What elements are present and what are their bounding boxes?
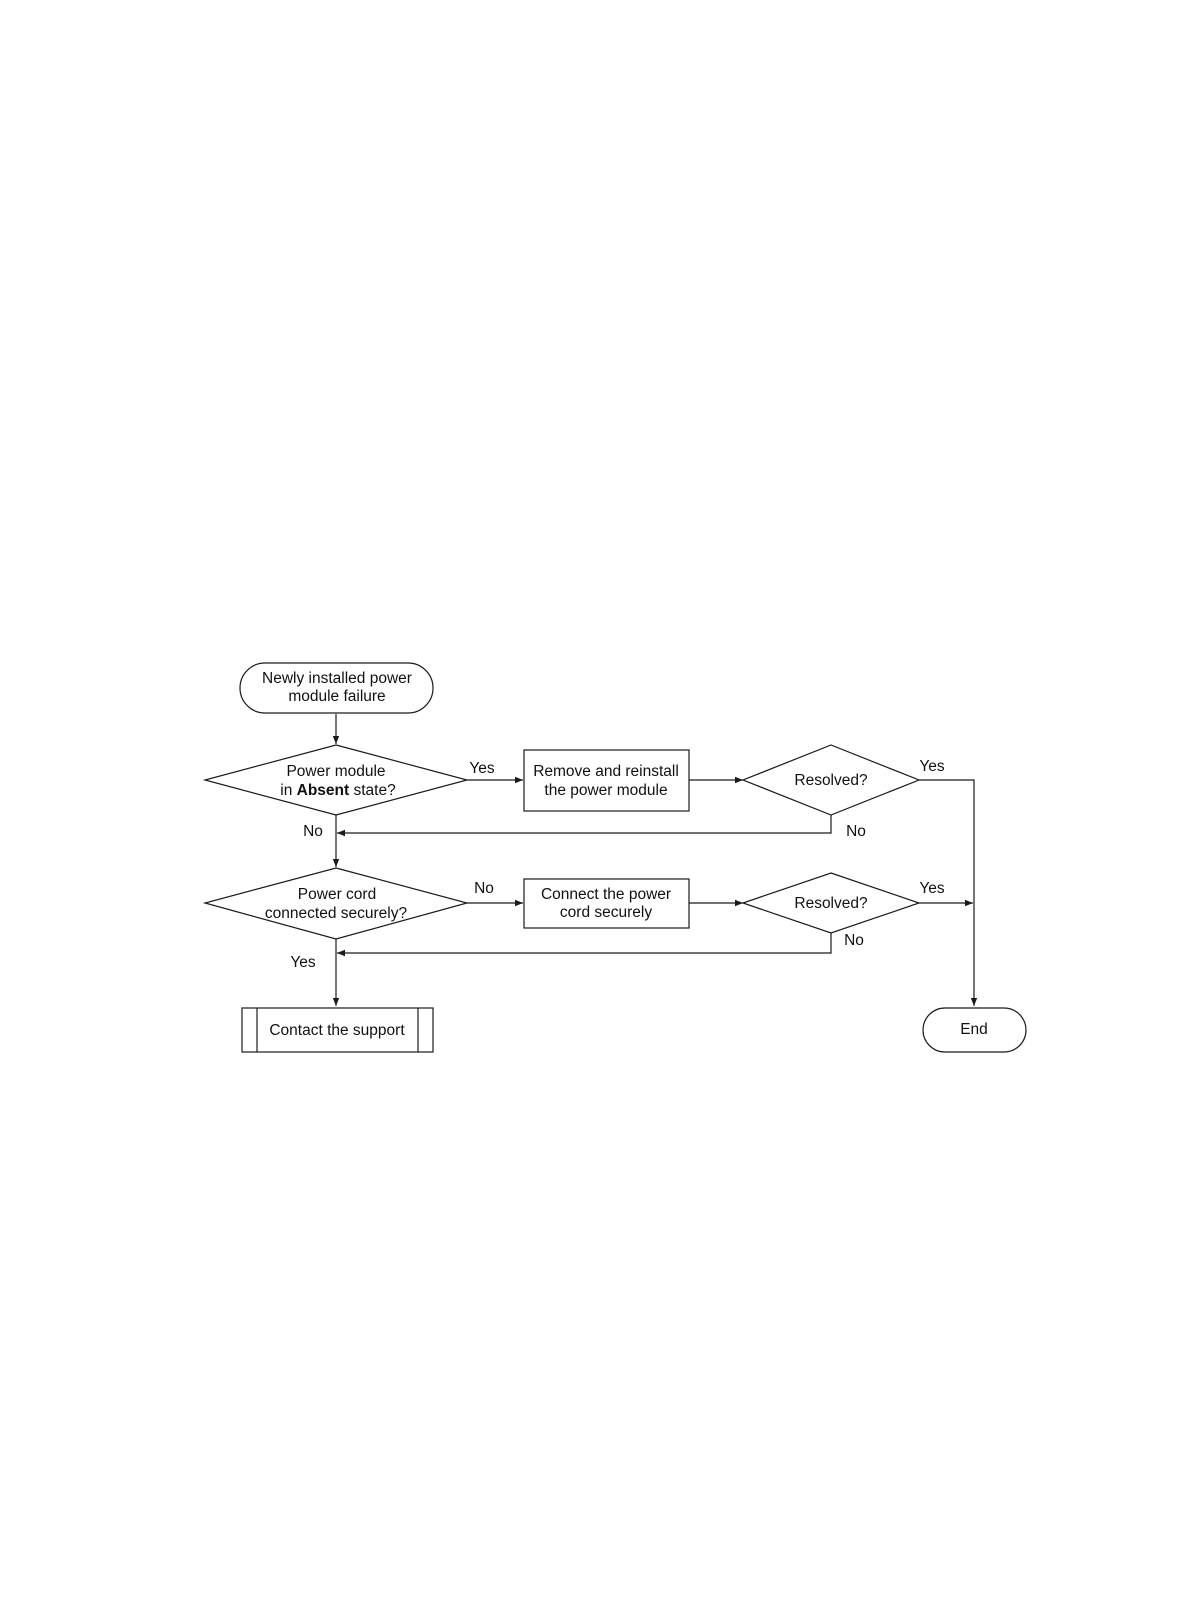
decision-power-cord	[205, 868, 467, 939]
process-connect-line2: cord securely	[560, 904, 652, 921]
label-cord-no: No	[474, 880, 494, 897]
end-label: End	[960, 1021, 988, 1038]
label-resolved1-no: No	[846, 823, 866, 840]
process-reinstall-line2: the power module	[544, 782, 667, 799]
process-reinstall-line1: Remove and reinstall	[533, 763, 679, 780]
start-label-line1: Newly installed power	[262, 670, 412, 687]
label-absent-no: No	[303, 823, 323, 840]
label-resolved2-no: No	[844, 932, 864, 949]
decision-absent-line1: Power module	[286, 763, 385, 780]
edge-resolved2-no	[337, 933, 831, 953]
start-label-line2: module failure	[288, 688, 385, 705]
label-absent-yes: Yes	[469, 760, 495, 777]
decision-resolved-1-label: Resolved?	[794, 772, 868, 789]
decision-cord-line2: connected securely?	[265, 905, 408, 922]
label-cord-yes: Yes	[290, 954, 316, 971]
process-connect-line1: Connect the power	[541, 886, 671, 903]
label-resolved1-yes: Yes	[919, 758, 945, 775]
edge-resolved1-no	[337, 815, 831, 833]
label-resolved2-yes: Yes	[919, 880, 945, 897]
process-reinstall-module	[524, 750, 689, 811]
decision-resolved-2-label: Resolved?	[794, 895, 868, 912]
contact-support-label: Contact the support	[269, 1022, 405, 1039]
decision-cord-line1: Power cord	[298, 886, 376, 903]
decision-absent-line2: in Absent state?	[280, 782, 396, 799]
decision-absent-state	[205, 745, 467, 815]
